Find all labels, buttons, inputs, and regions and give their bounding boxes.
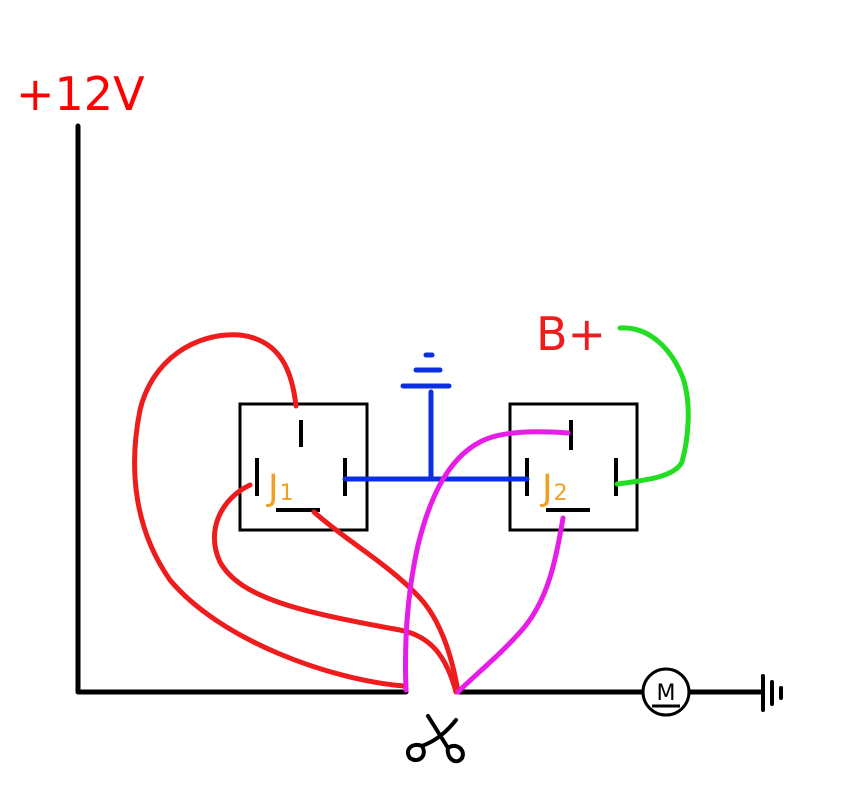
switched-wires	[403, 429, 571, 695]
supply-label: +12V	[16, 67, 145, 121]
relay-j2: J2	[508, 402, 639, 532]
supply-rail-wire	[75, 123, 409, 695]
battery-wire	[614, 325, 691, 487]
relay-j1-label: J1	[266, 468, 294, 509]
relay-j1: J1	[238, 402, 369, 532]
ground-top-icon	[400, 352, 452, 389]
ground-right-icon	[761, 674, 783, 712]
battery-label: B+	[536, 307, 606, 361]
power-wires	[132, 332, 461, 695]
relay-j2-label: J2	[540, 468, 568, 509]
scissors-icon	[405, 714, 465, 764]
motor-icon: M	[641, 667, 691, 717]
motor-label: M	[657, 681, 676, 706]
coil-wire	[342, 389, 530, 482]
